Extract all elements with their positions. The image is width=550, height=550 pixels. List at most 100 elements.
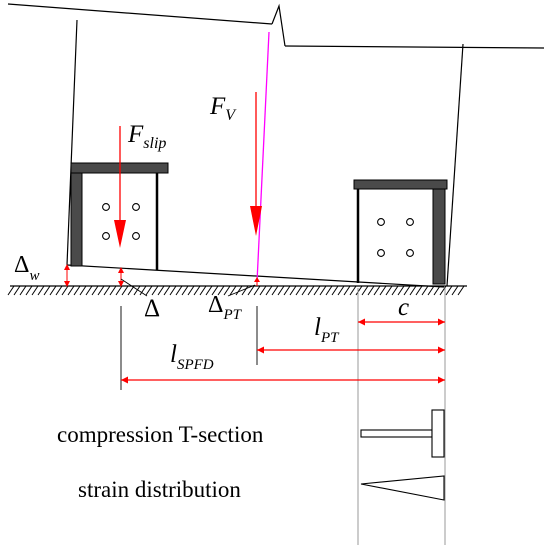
hatch-stroke xyxy=(391,285,399,296)
hatch-stroke xyxy=(175,285,183,296)
hatch-stroke xyxy=(103,285,111,296)
hatch-stroke xyxy=(67,285,75,296)
strain-triangle xyxy=(360,475,445,501)
hatch-stroke xyxy=(223,285,231,296)
delta-leader xyxy=(120,278,148,297)
hatch-stroke xyxy=(307,285,315,296)
bolt-hole xyxy=(377,249,385,257)
hatch-stroke xyxy=(241,285,249,296)
hatch-stroke xyxy=(313,285,321,296)
bolt-hole xyxy=(132,203,140,211)
hatch-stroke xyxy=(205,285,213,296)
bolt-hole xyxy=(102,203,110,211)
bolt-hole xyxy=(377,218,385,226)
hatch-stroke xyxy=(79,285,87,296)
hatch-stroke xyxy=(193,285,201,296)
left-flange-plate xyxy=(70,172,83,267)
hatch-stroke xyxy=(409,285,417,296)
hatch-stroke xyxy=(127,285,135,296)
label-l-spfd: lSPFD xyxy=(170,341,214,373)
label-delta: Δ xyxy=(144,295,160,322)
hatch-stroke xyxy=(457,285,465,296)
hatch-stroke xyxy=(247,285,255,296)
hatch-stroke xyxy=(151,285,159,296)
hatch-stroke xyxy=(343,285,351,296)
hatch-stroke xyxy=(181,285,189,296)
hatch-stroke xyxy=(19,285,27,296)
hatch-stroke xyxy=(331,285,339,296)
crack-line xyxy=(256,31,270,283)
hatch-stroke xyxy=(139,285,147,296)
hatch-stroke xyxy=(37,285,45,296)
hatch-stroke xyxy=(427,285,435,296)
hatch-stroke xyxy=(367,285,375,296)
hatch-stroke xyxy=(43,285,51,296)
hatch-stroke xyxy=(25,285,33,296)
hatch-stroke xyxy=(253,285,261,296)
hatch-stroke xyxy=(385,285,393,296)
hatch-stroke xyxy=(265,285,273,296)
label-delta-w: Δw xyxy=(14,252,39,284)
hatch-stroke xyxy=(319,285,327,296)
hatch-stroke xyxy=(445,285,453,296)
hatch-stroke xyxy=(91,285,99,296)
label-l-pt: lPT xyxy=(314,314,340,346)
delta-marker xyxy=(118,267,124,287)
hatch-stroke xyxy=(325,285,333,296)
hatch-stroke xyxy=(7,285,15,296)
hatch-stroke xyxy=(199,285,207,296)
hatch-stroke xyxy=(169,285,177,296)
hatch-stroke xyxy=(271,285,279,296)
hatch-stroke xyxy=(13,285,21,296)
hatch-stroke xyxy=(109,285,117,296)
force-arrow-f-v xyxy=(250,92,262,236)
hatch-stroke xyxy=(355,285,363,296)
bolt-hole xyxy=(132,232,140,240)
hatch-stroke xyxy=(235,285,243,296)
hatch-stroke xyxy=(349,285,357,296)
hatch-stroke xyxy=(451,285,459,296)
hatch-stroke xyxy=(163,285,171,296)
right-top-plate xyxy=(353,179,448,190)
right-flange-plate xyxy=(432,188,446,285)
bolt-hole xyxy=(406,249,414,257)
hatch-stroke xyxy=(49,285,57,296)
hatch-stroke xyxy=(295,285,303,296)
label-f-v: FV xyxy=(209,93,237,124)
hatch-stroke xyxy=(283,285,291,296)
hatch-stroke xyxy=(121,285,129,296)
hatch-stroke xyxy=(361,285,369,296)
hatch-stroke xyxy=(259,285,267,296)
hatch-stroke xyxy=(61,285,69,296)
extension-lines xyxy=(357,288,446,545)
label-c: c xyxy=(398,294,409,321)
hatch-stroke xyxy=(157,285,165,296)
right-boundary-element xyxy=(353,179,448,285)
hatch-stroke xyxy=(115,285,123,296)
label-f-slip: Fslip xyxy=(127,121,166,152)
hatch-stroke xyxy=(229,285,237,296)
hatch-stroke xyxy=(97,285,105,296)
hatch-stroke xyxy=(31,285,39,296)
hatch-stroke xyxy=(439,285,447,296)
bolt-hole xyxy=(406,218,414,226)
hatch-stroke xyxy=(421,285,429,296)
hatch-stroke xyxy=(133,285,141,296)
delta-w-marker xyxy=(64,264,70,287)
hatch-stroke xyxy=(55,285,63,296)
ground-hatching xyxy=(7,285,465,296)
hatch-stroke xyxy=(301,285,309,296)
bolt-hole xyxy=(102,232,110,240)
hatch-stroke xyxy=(277,285,285,296)
label-delta-pt: ΔPT xyxy=(208,292,243,323)
label-strain-distribution: strain distribution xyxy=(78,477,241,502)
delta-pt-marker xyxy=(254,277,260,286)
hatch-stroke xyxy=(379,285,387,296)
hatch-stroke xyxy=(145,285,153,296)
hatch-stroke xyxy=(73,285,81,296)
hatch-stroke xyxy=(217,285,225,296)
hatch-stroke xyxy=(373,285,381,296)
wall-outline xyxy=(7,3,545,288)
hatch-stroke xyxy=(403,285,411,296)
